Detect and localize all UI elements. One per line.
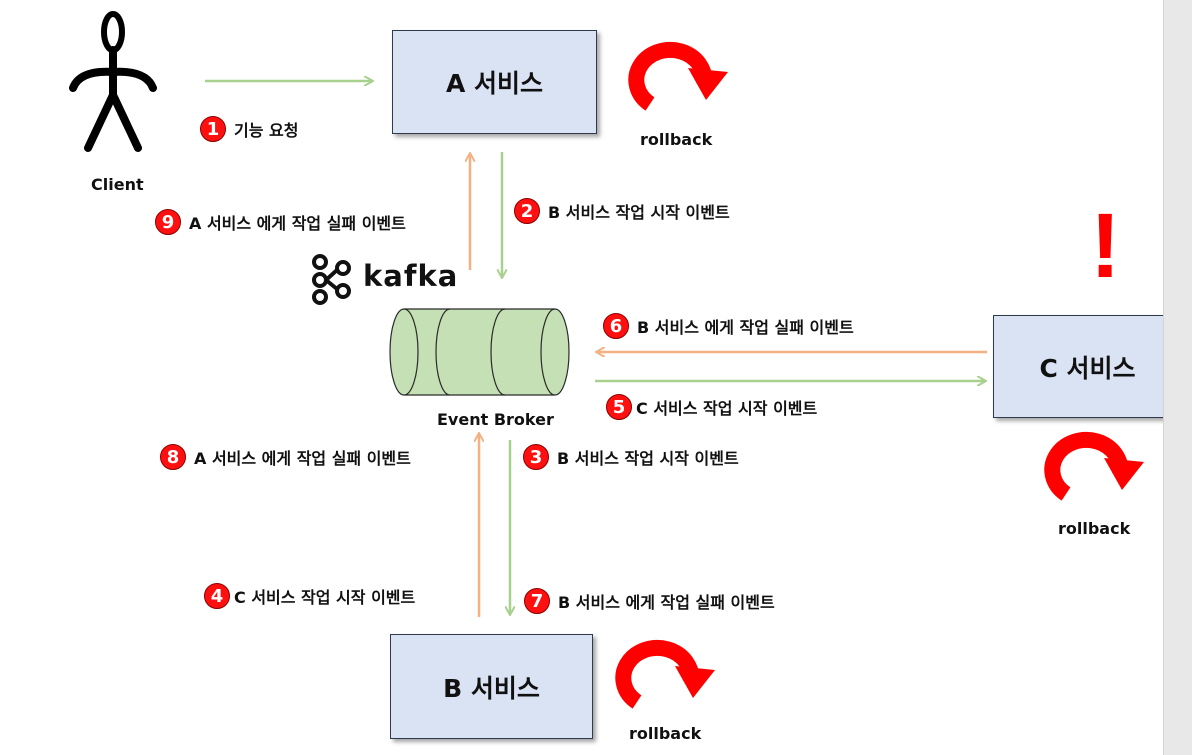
step-3-label: B 서비스 작업 시작 이벤트 <box>557 449 739 468</box>
rollback-a-icon <box>628 41 728 111</box>
step-5: 5 C 서비스 작업 시작 이벤트 <box>606 394 817 420</box>
kafka-logo-text: kafka <box>363 259 459 293</box>
step-9-badge: 9 <box>155 209 181 235</box>
failure-alert-mark: ! <box>1090 195 1121 297</box>
service-a-box: A 서비스 <box>392 30 597 134</box>
step-6: 6 B 서비스 에게 작업 실패 이벤트 <box>603 313 854 339</box>
step-7-badge: 7 <box>524 588 550 614</box>
step-8-label: A 서비스 에게 작업 실패 이벤트 <box>194 449 411 468</box>
rollback-c-label: rollback <box>1058 519 1131 538</box>
client-person-icon <box>69 11 157 152</box>
step-2-badge: 2 <box>514 198 540 224</box>
kafka-logo-icon <box>312 254 351 305</box>
service-c-box: C 서비스 <box>993 315 1182 418</box>
step-6-label: B 서비스 에게 작업 실패 이벤트 <box>637 318 854 337</box>
service-a-label: A 서비스 <box>445 69 544 98</box>
rollback-a-label: rollback <box>640 130 713 149</box>
step-5-badge: 5 <box>606 394 632 420</box>
step-1: 1 기능 요청 <box>200 116 298 142</box>
step-3: 3 B 서비스 작업 시작 이벤트 <box>523 444 739 470</box>
step-1-label: 기능 요청 <box>234 121 299 140</box>
step-3-badge: 3 <box>523 444 549 470</box>
vertical-scrollbar[interactable] <box>1163 0 1192 755</box>
step-8: 8 A 서비스 에게 작업 실패 이벤트 <box>160 444 411 470</box>
rollback-b-icon <box>615 639 715 709</box>
event-broker-icon <box>389 308 570 396</box>
event-broker-label: Event Broker <box>437 410 554 429</box>
step-4-badge: 4 <box>204 583 230 609</box>
service-b-box: B 서비스 <box>390 634 593 739</box>
step-2: 2 B 서비스 작업 시작 이벤트 <box>514 198 730 224</box>
step-4: 4 C 서비스 작업 시작 이벤트 <box>204 583 415 609</box>
step-9: 9 A 서비스 에게 작업 실패 이벤트 <box>155 209 406 235</box>
client-label: Client <box>91 175 144 194</box>
rollback-c-icon <box>1044 431 1144 501</box>
step-7-label: B 서비스 에게 작업 실패 이벤트 <box>558 593 775 612</box>
step-2-label: B 서비스 작업 시작 이벤트 <box>548 203 730 222</box>
step-6-badge: 6 <box>603 313 629 339</box>
step-4-label: C 서비스 작업 시작 이벤트 <box>234 588 416 607</box>
step-5-label: C 서비스 작업 시작 이벤트 <box>636 399 818 418</box>
service-b-label: B 서비스 <box>443 673 540 703</box>
service-c-label: C 서비스 <box>1039 353 1136 383</box>
rollback-b-label: rollback <box>629 724 702 743</box>
step-9-label: A 서비스 에게 작업 실패 이벤트 <box>189 214 406 233</box>
step-7: 7 B 서비스 에게 작업 실패 이벤트 <box>524 588 775 614</box>
step-8-badge: 8 <box>160 444 186 470</box>
step-1-badge: 1 <box>200 116 226 142</box>
